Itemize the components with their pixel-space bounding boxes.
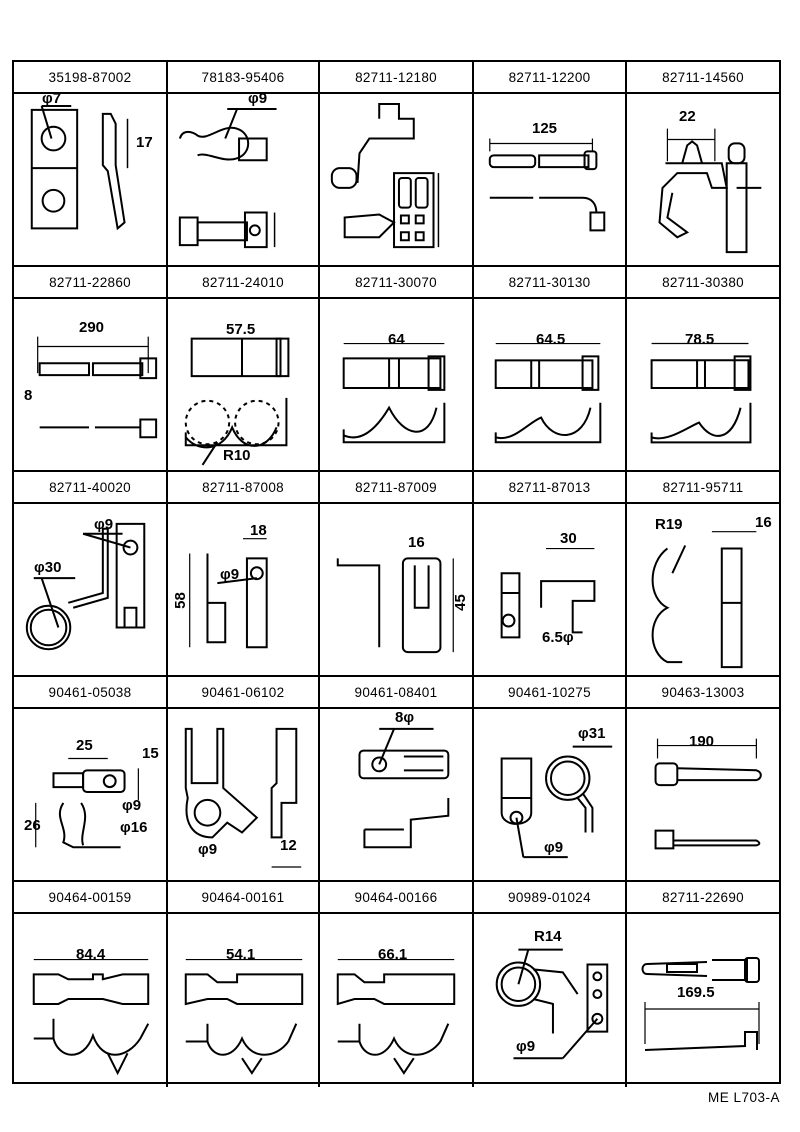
dimension-label: R19	[655, 516, 683, 533]
dimension-label: 57.5	[226, 321, 256, 338]
dimension-label: 30	[560, 530, 577, 547]
dimension-label: φ9	[544, 839, 564, 856]
part-drawing-cable-tie-tag: 169.5	[627, 914, 779, 1087]
dimension-label: 64.5	[536, 331, 566, 348]
dimension-label: 125	[532, 120, 558, 137]
part-drawing-bracket: 16 45	[320, 504, 474, 677]
dimension-label: φ9	[198, 841, 218, 858]
part-number-label: 82711-95711	[627, 472, 779, 504]
part-drawing-double-clip: R19 16	[627, 504, 779, 677]
dimension-label: φ31	[578, 725, 606, 742]
part-number-label: 90461-08401	[320, 677, 474, 709]
dimension-label: φ9	[220, 566, 240, 583]
dimension-label: 190	[689, 733, 715, 750]
part-drawing-double-clamp: 64.5	[474, 299, 627, 472]
dimension-label: 58	[171, 592, 189, 609]
part-number-label: 82711-40020	[14, 472, 168, 504]
part-number-label: 82711-22690	[627, 882, 779, 914]
dimension-label: φ7	[42, 94, 62, 107]
dimension-label: 8φ	[395, 709, 415, 726]
dimension-label: φ9	[122, 797, 142, 814]
part-drawing-bracket-clip	[320, 94, 474, 267]
dimension-label: 78.5	[685, 331, 715, 348]
part-drawing-harness-clamp: 22	[627, 94, 779, 267]
part-number-label: 82711-30380	[627, 267, 779, 299]
part-number-label: 82711-24010	[168, 267, 320, 299]
dimension-label: 18	[250, 522, 267, 539]
part-number-label: 82711-30070	[320, 267, 474, 299]
dimension-label: φ30	[34, 559, 62, 576]
part-number-label: 82711-30130	[474, 267, 627, 299]
part-number-label: 82711-87008	[168, 472, 320, 504]
part-drawing-double-clamp: 54.1	[168, 914, 320, 1087]
part-drawing-plate-clamp: φ7 17	[14, 94, 168, 267]
dimension-label: 66.1	[378, 946, 408, 963]
part-drawing-loop-clamp: R14 φ9	[474, 914, 627, 1087]
part-drawing-double-clamp: 66.1	[320, 914, 474, 1087]
part-number-label: 90461-05038	[14, 677, 168, 709]
part-number-label: 90463-13003	[627, 677, 779, 709]
part-drawing-ring-terminal: φ31 φ9	[474, 709, 627, 882]
part-number-label: 82711-12180	[320, 62, 474, 94]
dimension-label: R14	[534, 928, 562, 945]
parts-grid: 35198-87002 78183-95406 82711-12180 8271…	[12, 60, 781, 1087]
diagram-reference-code: ME L703-A	[707, 1090, 780, 1105]
dimension-label: 17	[136, 134, 153, 151]
part-number-label: 90989-01024	[474, 882, 627, 914]
dimension-label: 26	[24, 817, 41, 834]
part-number-label: 82711-12200	[474, 62, 627, 94]
dimension-label: φ16	[120, 819, 148, 836]
dimension-label: R10	[223, 447, 251, 464]
part-number-label: 82711-22860	[14, 267, 168, 299]
dimension-label: φ9	[516, 1038, 536, 1055]
part-number-label: 82711-87009	[320, 472, 474, 504]
part-drawing-double-clamp: 78.5	[627, 299, 779, 472]
part-drawing-spring-clip: 25 15 φ9 26 φ16	[14, 709, 168, 882]
dimension-label: 64	[388, 331, 405, 348]
part-number-label: 90464-00166	[320, 882, 474, 914]
part-drawing-fork-terminal: φ9 12	[168, 709, 320, 882]
dimension-label: 25	[76, 737, 93, 754]
part-drawing-bracket-terminal: 30 6.5φ	[474, 504, 627, 677]
dimension-label: 22	[679, 108, 696, 125]
dimension-label: 15	[142, 745, 159, 762]
part-drawing-cable-tie-tag: 125	[474, 94, 627, 267]
dimension-label: 84.4	[76, 946, 106, 963]
dimension-label: 16	[408, 534, 425, 551]
part-drawing-double-clamp: 84.4	[14, 914, 168, 1087]
part-drawing-bracket-terminal: 8φ	[320, 709, 474, 882]
dimension-label: 169.5	[677, 984, 715, 1001]
dimension-label: 45	[451, 594, 469, 611]
dimension-label: 16	[755, 514, 772, 531]
dimension-label: 8	[24, 387, 33, 404]
part-number-label: 90464-00161	[168, 882, 320, 914]
part-drawing-ring-clamp: φ9 φ30	[14, 504, 168, 677]
part-drawing-double-clamp: 64	[320, 299, 474, 472]
part-number-label: 90461-10275	[474, 677, 627, 709]
part-drawing-double-clamp: 57.5 R10	[168, 299, 320, 472]
part-drawing-hose-clip: φ9	[168, 94, 320, 267]
part-number-label: 82711-87013	[474, 472, 627, 504]
part-number-label: 82711-14560	[627, 62, 779, 94]
part-drawing-loop-clamp: 18 φ9 58	[168, 504, 320, 677]
dimension-label: 54.1	[226, 946, 256, 963]
part-number-label: 90464-00159	[14, 882, 168, 914]
dimension-label: 6.5φ	[542, 629, 574, 646]
part-drawing-cable-tie: 290 8	[14, 299, 168, 472]
part-number-label: 35198-87002	[14, 62, 168, 94]
dimension-label: 12	[280, 837, 297, 854]
dimension-label: φ9	[94, 516, 114, 533]
part-number-label: 78183-95406	[168, 62, 320, 94]
dimension-label: φ9	[248, 94, 268, 107]
dimension-label: 290	[79, 319, 105, 336]
part-drawing-cable-tie: 190	[627, 709, 779, 882]
part-number-label: 90461-06102	[168, 677, 320, 709]
